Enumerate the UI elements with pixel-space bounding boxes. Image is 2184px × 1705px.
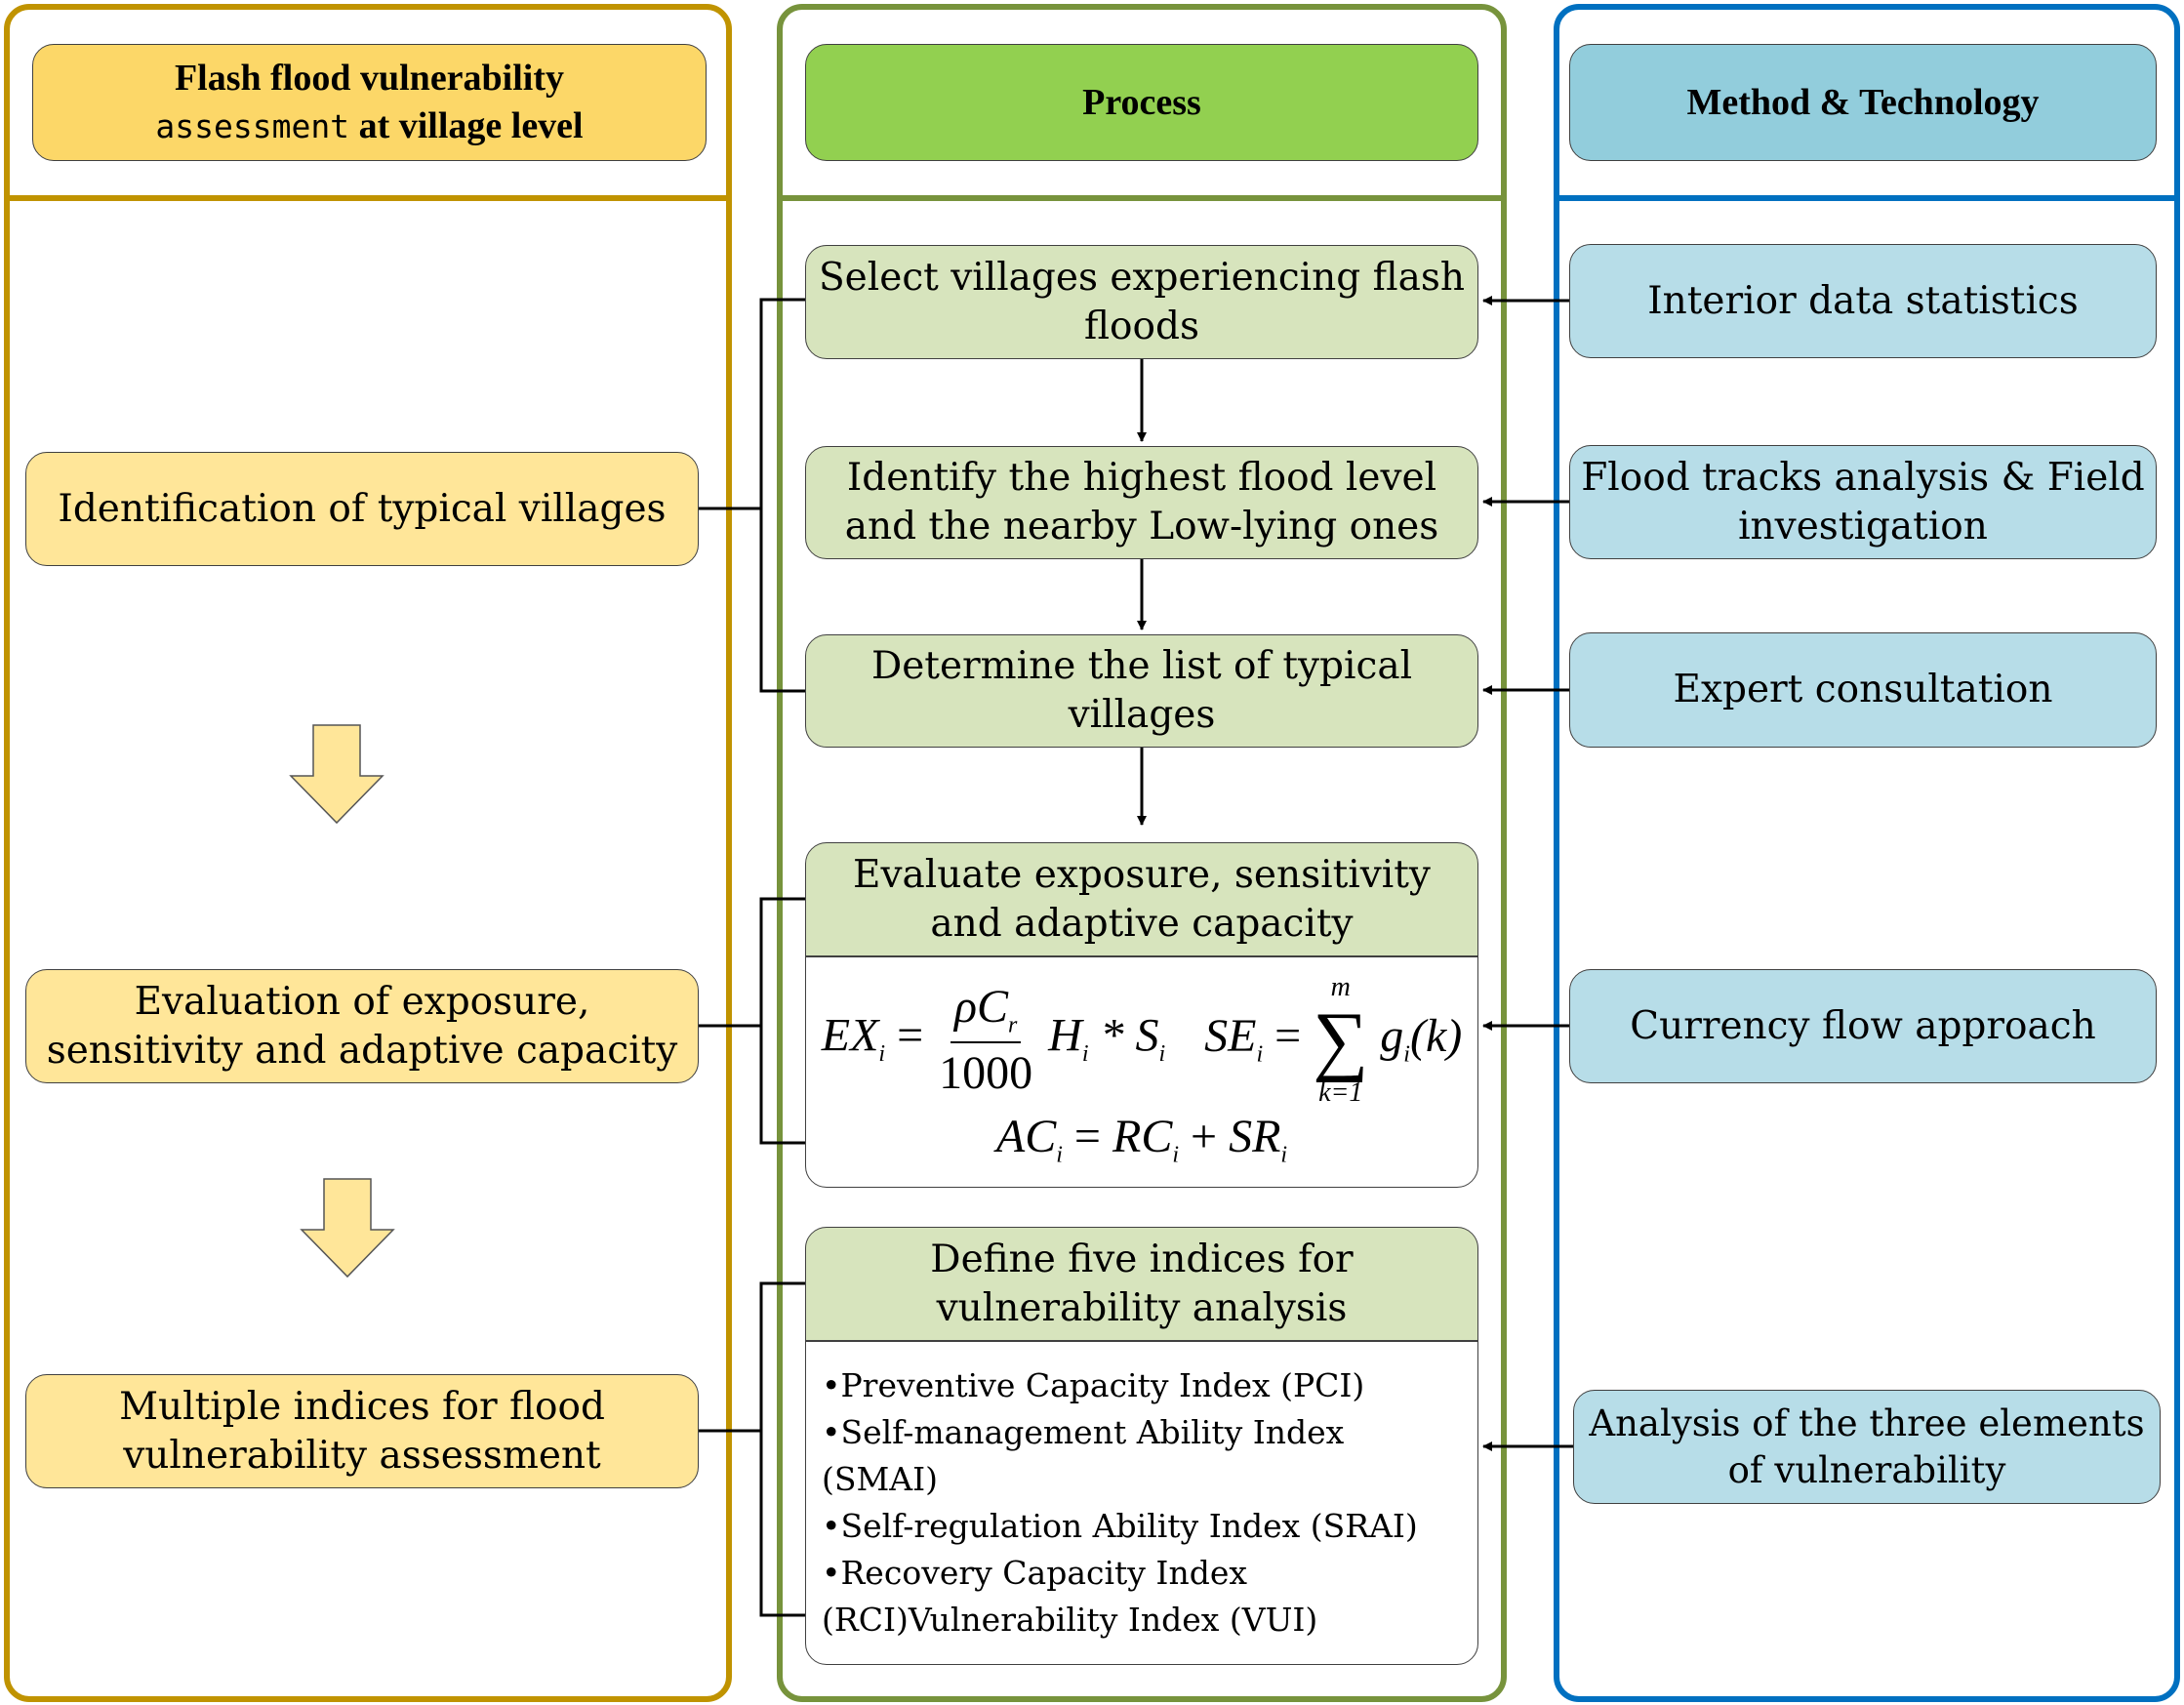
sub-i: i xyxy=(1172,1142,1180,1168)
method-column-header: Method & Technology xyxy=(1569,44,2157,161)
left-step-label: Evaluation of exposure, sensitivity and … xyxy=(46,979,678,1073)
process-step-label: Select villages experiencing flash flood… xyxy=(818,255,1466,348)
formula-box: EXi = ρCr 1000 Hi * Si SEi = m ∑ k=1 gi(… xyxy=(805,956,1478,1188)
left-header-line2-mono: assessment xyxy=(155,107,350,145)
method-label: Expert consultation xyxy=(1673,668,2053,712)
process-step-identify-flood-level: Identify the highest flood level and the… xyxy=(805,446,1478,559)
sum-lower: k=1 xyxy=(1318,1076,1363,1108)
method-currency-flow: Currency flow approach xyxy=(1569,969,2157,1083)
equals-sign: = xyxy=(1274,1009,1302,1062)
method-interior-data: Interior data statistics xyxy=(1569,244,2157,358)
method-label: Flood tracks analysis & Field investigat… xyxy=(1581,455,2145,548)
left-step-label: Multiple indices for flood vulnerability… xyxy=(119,1384,605,1478)
indices-list: •Preventive Capacity Index (PCI) •Self-m… xyxy=(805,1341,1478,1665)
ac-sr: SR xyxy=(1229,1110,1281,1162)
left-step-identification: Identification of typical villages xyxy=(25,452,699,566)
plus-sign: + xyxy=(1191,1110,1218,1162)
process-header-divider xyxy=(777,195,1507,201)
equals-sign: = xyxy=(897,1009,924,1062)
ex-fraction: ρCr 1000 xyxy=(939,977,1032,1103)
ex-lhs: EX xyxy=(821,1009,879,1062)
left-header-line1: Flash flood vulnerability xyxy=(174,58,565,100)
ex-denominator: 1000 xyxy=(939,1046,1033,1099)
left-header-divider xyxy=(4,195,732,201)
index-item: •Preventive Capacity Index (PCI) xyxy=(822,1366,1365,1405)
left-column-header: Flash flood vulnerability assessment at … xyxy=(32,44,707,161)
process-step-determine-list: Determine the list of typical villages xyxy=(805,634,1478,748)
method-expert-consultation: Expert consultation xyxy=(1569,632,2157,748)
left-header-line2-bold: at village level xyxy=(358,105,584,146)
se-g: g xyxy=(1380,1009,1404,1062)
ex-h: H xyxy=(1048,1009,1082,1062)
sub-i: i xyxy=(1280,1142,1288,1168)
method-label: Currency flow approach xyxy=(1630,1003,2096,1048)
sub-i: i xyxy=(1158,1041,1166,1068)
method-three-elements: Analysis of the three elements of vulner… xyxy=(1573,1390,2161,1504)
se-lhs: SE xyxy=(1204,1009,1257,1062)
summation-icon: m ∑ k=1 xyxy=(1313,971,1369,1108)
process-step-label: Determine the list of typical villages xyxy=(870,644,1413,737)
ac-lhs: AC xyxy=(995,1110,1057,1162)
formula-ex: EXi = ρCr 1000 Hi * Si xyxy=(822,977,1165,1103)
process-step-label: Define five indices for vulnerability an… xyxy=(930,1237,1354,1330)
index-item: •Recovery Capacity Index xyxy=(822,1553,1247,1592)
equals-sign: = xyxy=(1073,1110,1101,1162)
formula-row-ex-se: EXi = ρCr 1000 Hi * Si SEi = m ∑ k=1 gi(… xyxy=(822,971,1463,1108)
sub-i: i xyxy=(1403,1041,1410,1068)
sum-upper: m xyxy=(1330,971,1351,1002)
method-header-divider xyxy=(1554,195,2180,201)
left-step-label: Identification of typical villages xyxy=(58,486,667,531)
left-step-multiple-indices: Multiple indices for flood vulnerability… xyxy=(25,1374,699,1488)
process-step-evaluate-exposure: Evaluate exposure, sensitivity and adapt… xyxy=(805,842,1478,956)
formula-row-ac: ACi = RCi + SRi xyxy=(996,1107,1287,1170)
sub-i: i xyxy=(1256,1041,1264,1068)
ex-numerator: ρC xyxy=(953,981,1009,1034)
ex-s: * S xyxy=(1100,1009,1159,1062)
formula-ac: ACi = RCi + SRi xyxy=(996,1107,1287,1170)
left-step-evaluation: Evaluation of exposure, sensitivity and … xyxy=(25,969,699,1083)
se-arg: (k) xyxy=(1409,1009,1463,1062)
formula-se: SEi = m ∑ k=1 gi(k) xyxy=(1204,971,1463,1108)
sub-r: r xyxy=(1008,1013,1018,1039)
process-step-define-indices: Define five indices for vulnerability an… xyxy=(805,1227,1478,1341)
ac-rc: RC xyxy=(1112,1110,1173,1162)
process-column-header: Process xyxy=(805,44,1478,161)
index-item: (RCI)Vulnerability Index (VUI) xyxy=(822,1600,1318,1639)
process-step-label: Evaluate exposure, sensitivity and adapt… xyxy=(853,852,1431,946)
sub-i: i xyxy=(1081,1041,1089,1068)
process-step-label: Identify the highest flood level and the… xyxy=(844,456,1439,548)
method-header-label: Method & Technology xyxy=(1686,81,2040,123)
index-item: •Self-regulation Ability Index (SRAI) xyxy=(822,1507,1418,1545)
sigma-glyph: ∑ xyxy=(1313,996,1369,1083)
index-item: •Self-management Ability Index (SMAI) xyxy=(822,1413,1345,1499)
method-label: Interior data statistics xyxy=(1647,278,2079,323)
process-header-label: Process xyxy=(1082,81,1201,123)
sub-i: i xyxy=(878,1041,886,1068)
process-step-select-villages: Select villages experiencing flash flood… xyxy=(805,245,1478,359)
method-label: Analysis of the three elements of vulner… xyxy=(1589,1402,2145,1491)
sub-i: i xyxy=(1056,1142,1063,1168)
method-flood-tracks: Flood tracks analysis & Field investigat… xyxy=(1569,445,2157,559)
